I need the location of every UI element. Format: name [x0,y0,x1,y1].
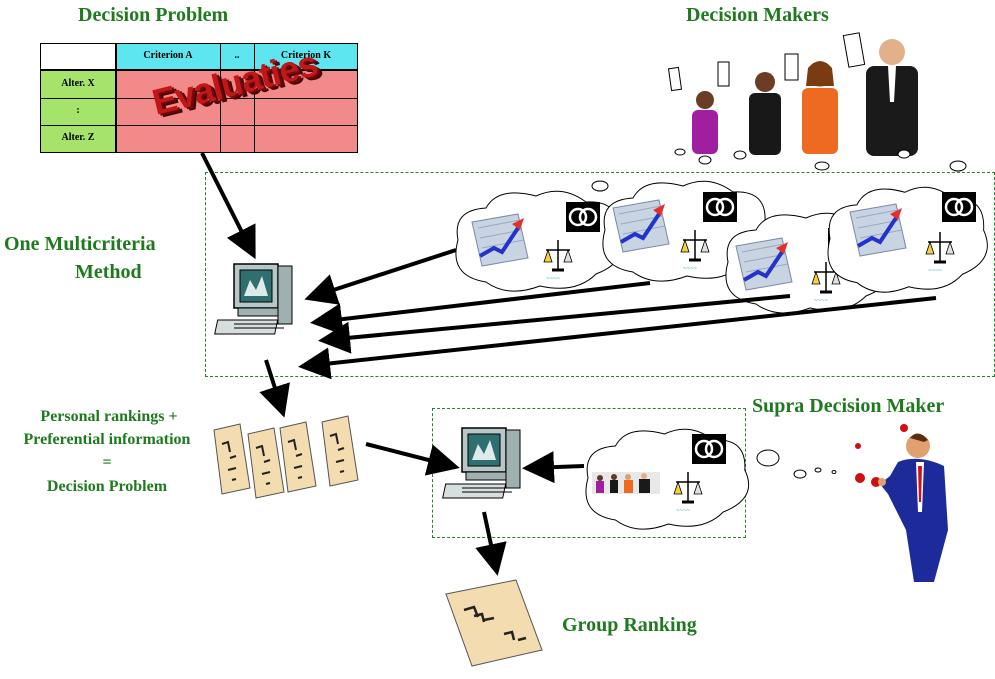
supra-thought-bubbles [756,449,837,479]
decision-problem-title: Decision Problem [78,4,229,26]
row-header-colon: : [76,105,80,116]
personal-rankings-line2: Preferential information [23,431,191,448]
arrow-table-to-computer [200,152,256,260]
arrow-computer-to-group-ranking [475,511,507,576]
personal-rankings-line4: Decision Problem [46,478,168,495]
arrow-rankings-to-computer [365,442,460,476]
col-header-dots: .. [234,50,240,61]
method-label-line1: One Multicriteria [4,233,156,255]
preference-cloud-4 [827,186,988,293]
group-ranking-label: Group Ranking [562,614,697,636]
arrow-cloud2-to-computer [310,281,651,336]
arrow-cloud4-to-computer [298,296,937,380]
juggler-icon [855,424,948,582]
col-header-a: Criterion A [143,50,193,61]
thought-bubbles [591,148,967,192]
col-header-k: Criterion K [280,50,332,61]
supra-preference-cloud [585,428,750,530]
supra-computer-icon [441,427,521,499]
decision-table: Criterion A .. Criterion K Alter. X : Al… [40,42,358,153]
supra-decision-maker-label: Supra Decision Maker [752,395,945,417]
decision-makers-illustration [667,32,918,156]
row-header-z: Alter. Z [61,132,95,143]
personal-rankings-line3: = [102,454,112,471]
computer-icon [213,263,293,335]
arrow-computer-to-rankings [259,359,290,418]
group-ranking-document [445,579,543,667]
arrow-cloud1-to-computer [304,248,457,305]
arrow-cloud3-to-computer [318,294,791,354]
personal-rankings-documents [213,415,359,499]
arrow-supracloud-to-computer [522,451,585,484]
row-header-x: Alter. X [61,78,95,89]
preference-cloud-1 [455,190,623,292]
decision-makers-title: Decision Makers [686,4,829,26]
personal-rankings-line1: Personal rankings + [40,408,178,425]
method-label-line2: Method [75,261,142,283]
people-icon [592,472,660,494]
